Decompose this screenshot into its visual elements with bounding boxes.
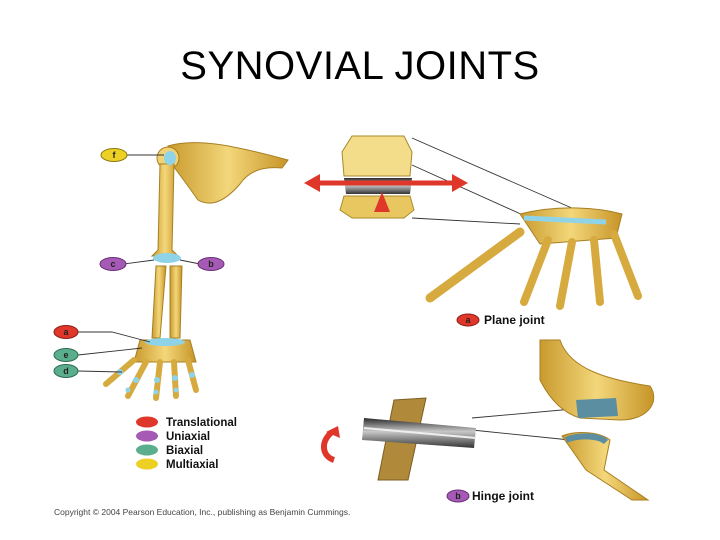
copyright-notice: Copyright © 2004 Pearson Education, Inc.… (54, 507, 350, 517)
legend-item-biaxial: Biaxial (136, 445, 203, 458)
legend-item-uniaxial: Uniaxial (136, 431, 210, 444)
svg-text:Hinge joint: Hinge joint (472, 489, 534, 503)
marker-b-arm: b (198, 258, 224, 271)
marker-a: a (54, 326, 78, 339)
marker-d: d (54, 365, 78, 378)
caption-plane-joint: a Plane joint (457, 313, 545, 327)
svg-text:e: e (63, 350, 68, 360)
arm-skeleton (106, 143, 288, 398)
caption-hinge-joint: b Hinge joint (447, 489, 534, 503)
legend-item-multiaxial: Multiaxial (136, 459, 218, 472)
svg-text:d: d (63, 366, 69, 376)
legend: Translational Uniaxial Biaxial Multiaxia… (136, 417, 237, 472)
marker-c-upper: c (100, 258, 126, 271)
svg-text:Biaxial: Biaxial (166, 445, 203, 457)
svg-text:b: b (455, 491, 461, 501)
svg-text:c: c (110, 259, 115, 269)
hand-illustration (430, 208, 638, 306)
marker-e: e (54, 349, 78, 362)
plane-joint-model (304, 136, 468, 218)
svg-text:Plane joint: Plane joint (484, 313, 545, 327)
svg-text:b: b (208, 259, 214, 269)
svg-text:Multiaxial: Multiaxial (166, 459, 218, 471)
marker-f: f (101, 149, 127, 162)
hinge-joint-model (324, 398, 476, 480)
svg-text:Uniaxial: Uniaxial (166, 431, 210, 443)
elbow-illustration (540, 340, 654, 500)
legend-item-translational: Translational (136, 417, 237, 430)
svg-text:Translational: Translational (166, 417, 237, 429)
